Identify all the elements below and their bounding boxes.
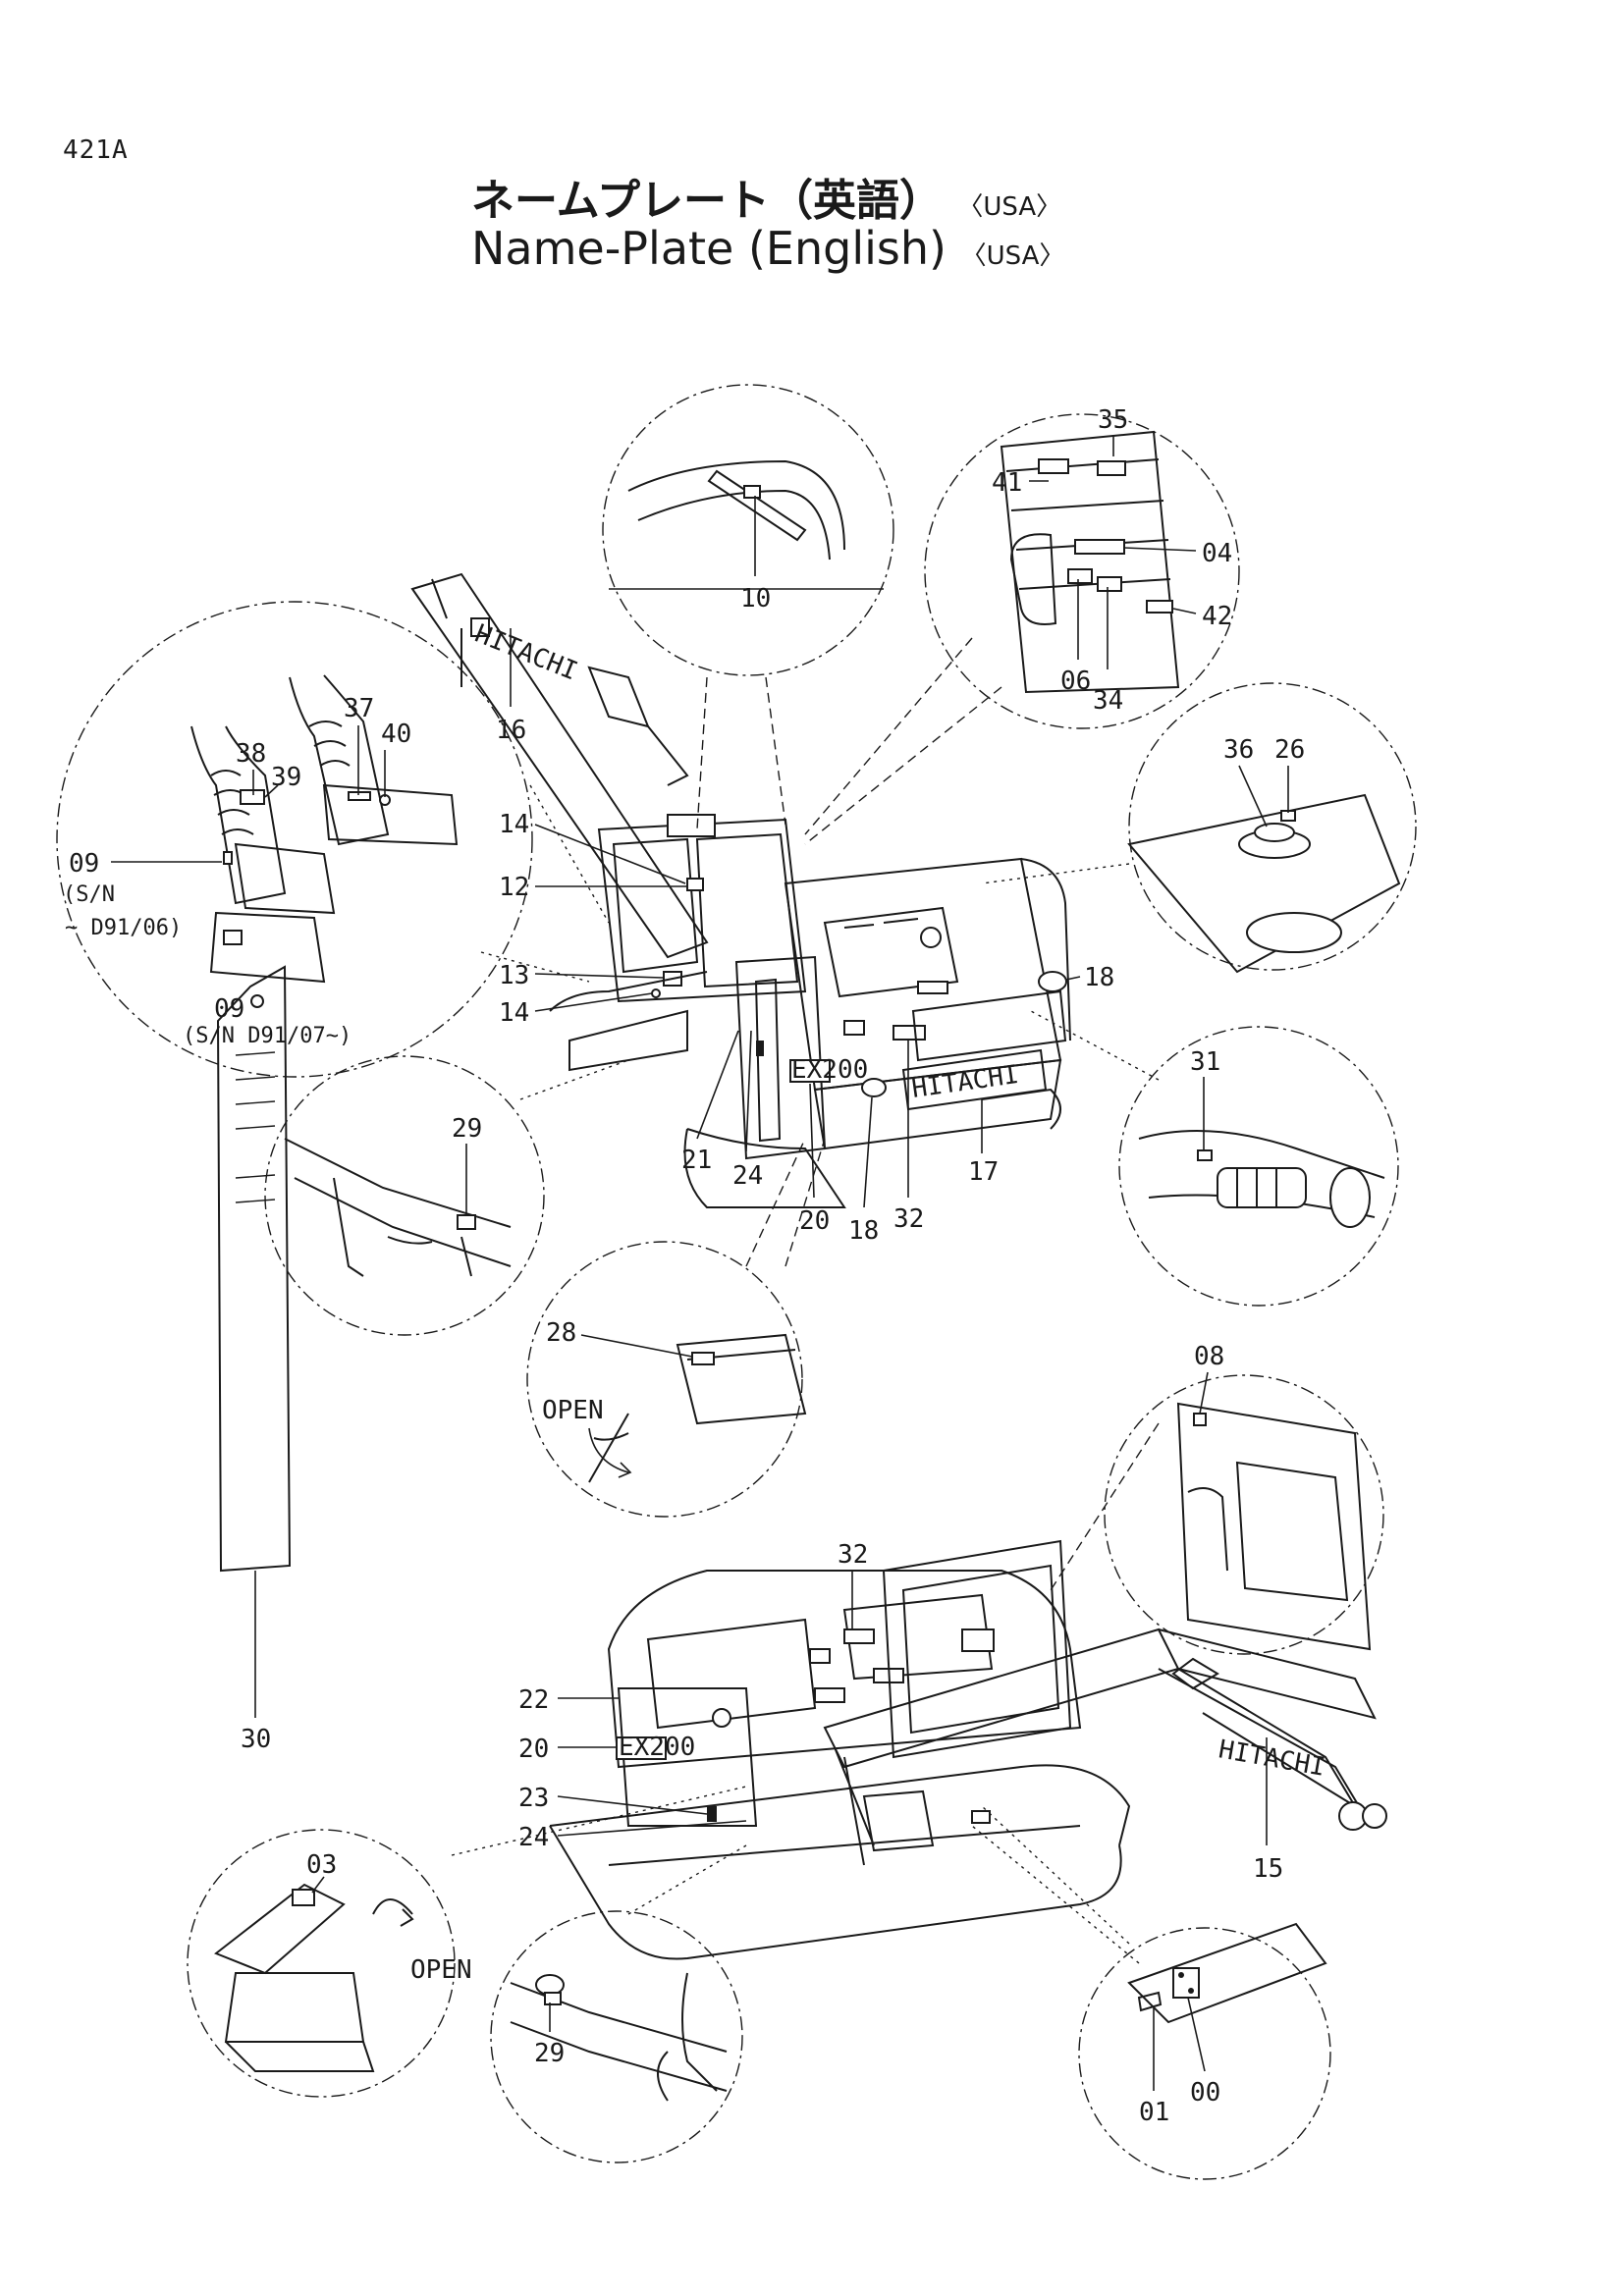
callout-numbers: 10 35 41 04 42 06 34 16 37 40 38 39 36 2… <box>69 405 1305 2127</box>
callout-32a: 32 <box>893 1204 924 1234</box>
callout-08: 08 <box>1194 1342 1224 1371</box>
callout-34: 34 <box>1093 686 1123 716</box>
region-tag-jp: 〈USA〉 <box>957 192 1062 222</box>
callout-22: 22 <box>518 1685 549 1715</box>
open-label-battery: OPEN <box>542 1396 604 1425</box>
callout-26: 26 <box>1274 735 1305 765</box>
callout-36: 36 <box>1223 735 1254 765</box>
serial-note-1a: (S/N <box>63 882 115 907</box>
callout-28: 28 <box>546 1318 576 1348</box>
callout-38: 38 <box>236 739 266 769</box>
callout-41: 41 <box>992 468 1022 498</box>
region-tag-en: 〈USA〉 <box>960 241 1065 271</box>
callout-23: 23 <box>518 1784 549 1813</box>
detail-circle-battery-box <box>526 1241 807 1518</box>
callout-15: 15 <box>1253 1854 1283 1884</box>
callout-01: 01 <box>1139 2098 1169 2127</box>
callout-14a: 14 <box>499 810 529 839</box>
callout-leader-lines <box>111 435 1289 2091</box>
callout-30: 30 <box>241 1725 271 1754</box>
callout-29b: 29 <box>534 2039 565 2068</box>
callout-24b: 24 <box>518 1823 549 1852</box>
callout-31: 31 <box>1190 1047 1220 1077</box>
detail-circle-undercarriage <box>490 1910 743 2163</box>
callout-20b: 20 <box>518 1735 549 1764</box>
detail-circle-serial-plate <box>1078 1922 1331 2180</box>
callout-18a: 18 <box>1084 963 1114 992</box>
callout-10: 10 <box>740 584 771 614</box>
detail-circle-tool-box <box>187 1829 456 2098</box>
brand-text-boom-rear: HITACHI <box>1217 1735 1327 1783</box>
page-code: 421A <box>63 135 129 165</box>
detail-circle-swing-frame <box>264 1055 545 1336</box>
callout-04: 04 <box>1202 539 1232 568</box>
excavator-front-view <box>410 572 1071 1208</box>
detail-circle-cab-door <box>1104 1374 1384 1655</box>
brand-text-boom: HITACHI <box>470 619 581 687</box>
callout-09a: 09 <box>69 849 99 879</box>
title-english: Name-Plate (English) 〈USA〉 <box>471 222 1064 275</box>
callout-12: 12 <box>499 873 529 902</box>
callout-03: 03 <box>306 1850 337 1880</box>
callout-42: 42 <box>1202 602 1232 631</box>
open-label-toolbox: OPEN <box>410 1955 472 1985</box>
callout-09b: 09 <box>214 994 244 1024</box>
callout-00: 00 <box>1190 2078 1220 2108</box>
title-english-text: Name-Plate (English) <box>471 222 947 275</box>
callout-39: 39 <box>271 763 301 792</box>
callout-17: 17 <box>968 1157 999 1187</box>
callout-14b: 14 <box>499 998 529 1028</box>
model-badge-front: EX200 <box>791 1055 868 1085</box>
callout-35: 35 <box>1098 405 1128 435</box>
callout-18b: 18 <box>848 1216 879 1246</box>
detail-circle-hydraulic-cylinder <box>1118 1026 1399 1307</box>
detail-circle-cab-handrail <box>602 384 894 676</box>
detail-circle-control-levers <box>56 601 533 1078</box>
detail-circle-fuel-cap <box>1127 682 1417 974</box>
title-japanese-text: ネームプレート（英語） <box>471 176 944 226</box>
detail-circle-cab-window <box>924 413 1240 729</box>
callout-06: 06 <box>1060 667 1091 696</box>
callout-21: 21 <box>681 1146 712 1175</box>
callout-29a: 29 <box>452 1114 482 1144</box>
excavator-rear-view <box>549 1539 1387 1960</box>
callout-37: 37 <box>344 694 374 723</box>
callout-40: 40 <box>381 720 411 749</box>
model-badge-rear: EX200 <box>619 1733 695 1762</box>
instruction-card <box>216 965 292 1573</box>
callout-13: 13 <box>499 961 529 990</box>
callout-16: 16 <box>496 716 526 745</box>
title-japanese: ネームプレート（英語） 〈USA〉 <box>471 165 1061 228</box>
serial-note-1b: ~ D91/06) <box>65 916 182 940</box>
callout-32b: 32 <box>838 1540 868 1570</box>
callout-24a: 24 <box>732 1161 763 1191</box>
detail-connector-lines <box>451 637 1160 1964</box>
callout-20a: 20 <box>799 1206 830 1236</box>
serial-note-2: (S/N D91/07~) <box>183 1024 352 1048</box>
